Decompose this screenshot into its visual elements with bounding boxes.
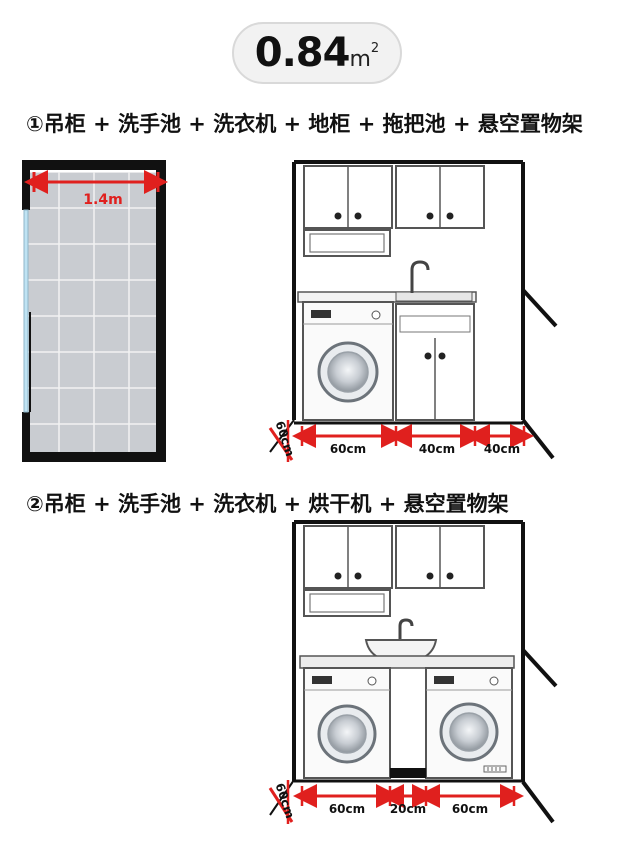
svg-text:40cm: 40cm <box>419 442 455 456</box>
floor-width-label: 1.4m <box>83 192 122 208</box>
svg-text:60cm: 60cm <box>329 802 365 816</box>
layout-1-title: ①吊柜 + 洗手池 + 洗衣机 + 地柜 + 拖把池 + 悬空置物架 <box>26 112 583 136</box>
layout-1-diagram: 60cm 40cm 40cm 60cm <box>268 160 558 462</box>
svg-text:60cm: 60cm <box>452 802 488 816</box>
washing-machine-2 <box>303 667 391 779</box>
layout-2-dimensions: 60cm 20cm 60cm 60cm <box>268 780 524 824</box>
base-cabinet <box>395 303 475 421</box>
area-badge: 0.84m2 <box>232 22 402 84</box>
sink <box>395 260 473 302</box>
svg-text:60cm: 60cm <box>330 442 366 456</box>
wall-cabinet <box>303 165 485 229</box>
area-unit: m2 <box>349 41 380 72</box>
open-shelf-2 <box>303 589 391 617</box>
svg-text:60cm: 60cm <box>273 781 298 820</box>
area-value: 0.84 <box>254 30 351 76</box>
layout-2-diagram: 60cm 20cm 60cm 60cm <box>268 520 558 824</box>
floor-plan: 1.4m <box>22 160 168 462</box>
svg-text:40cm: 40cm <box>484 442 520 456</box>
washing-machine <box>302 301 394 421</box>
dryer <box>425 667 513 779</box>
open-shelf <box>303 229 391 257</box>
layout-1-dimensions: 60cm 40cm 40cm 60cm <box>268 419 534 462</box>
wall-cabinet-2 <box>303 525 485 589</box>
svg-text:20cm: 20cm <box>390 802 426 816</box>
layout-2-title: ②吊柜 + 洗手池 + 洗衣机 + 烘干机 + 悬空置物架 <box>26 492 509 516</box>
